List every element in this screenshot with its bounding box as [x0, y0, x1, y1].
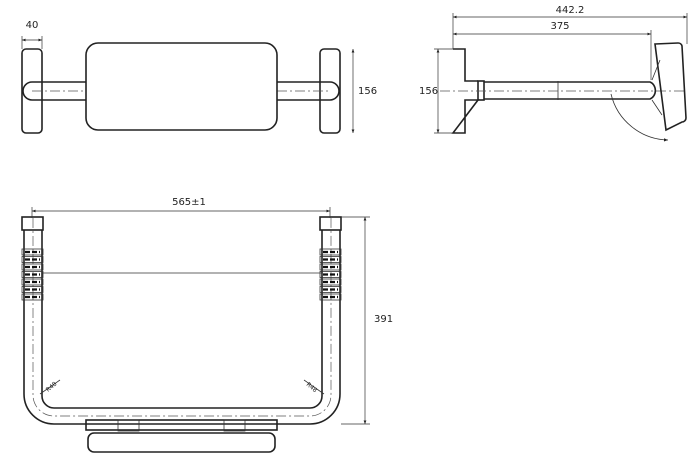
adjust-ring [319, 256, 342, 263]
collar [477, 80, 485, 101]
backrest-pad [85, 42, 278, 131]
u-frame-outer [23, 230, 341, 425]
adjust-ring [21, 271, 44, 278]
adjust-ring [21, 263, 44, 271]
side-view: 442.2 375 156 [419, 5, 688, 142]
adjust-ring [319, 271, 342, 278]
adjust-ring [319, 263, 342, 271]
left-arm-tube [22, 81, 86, 101]
dim-391: 391 [374, 314, 393, 325]
dim-40: 40 [26, 20, 39, 31]
side-arm-tube [484, 81, 657, 100]
dim-156-top: 156 [358, 86, 377, 97]
radius-right: R48 [305, 381, 319, 394]
adjust-ring [319, 248, 342, 256]
u-frame-inner [41, 230, 323, 409]
right-adjust-rings [319, 248, 342, 301]
seat-top [85, 419, 278, 431]
left-cap [21, 216, 44, 231]
hinge-left [117, 419, 140, 432]
left-adjust-rings [21, 248, 44, 301]
adjust-ring [21, 293, 44, 301]
top-view: 40 156 [21, 20, 377, 134]
right-arm-tube [277, 81, 340, 101]
adjust-ring [319, 278, 342, 286]
adjust-ring [21, 286, 44, 293]
right-cap [319, 216, 342, 231]
adjust-ring [21, 256, 44, 263]
adjust-ring [21, 278, 44, 286]
adjust-ring [21, 248, 44, 256]
seat-pad [87, 432, 276, 453]
fold-arc [610, 93, 669, 142]
side-wall-plate [451, 48, 480, 134]
side-seat [654, 42, 687, 132]
dim-156-side: 156 [419, 86, 438, 97]
adjust-ring [319, 286, 342, 293]
dim-442: 442.2 [556, 5, 585, 16]
front-view: R48 R48 565±1 391 [21, 197, 393, 453]
dim-565: 565±1 [172, 197, 206, 208]
hinge-right [223, 419, 246, 432]
adjust-ring [319, 293, 342, 301]
dim-375: 375 [550, 21, 569, 32]
